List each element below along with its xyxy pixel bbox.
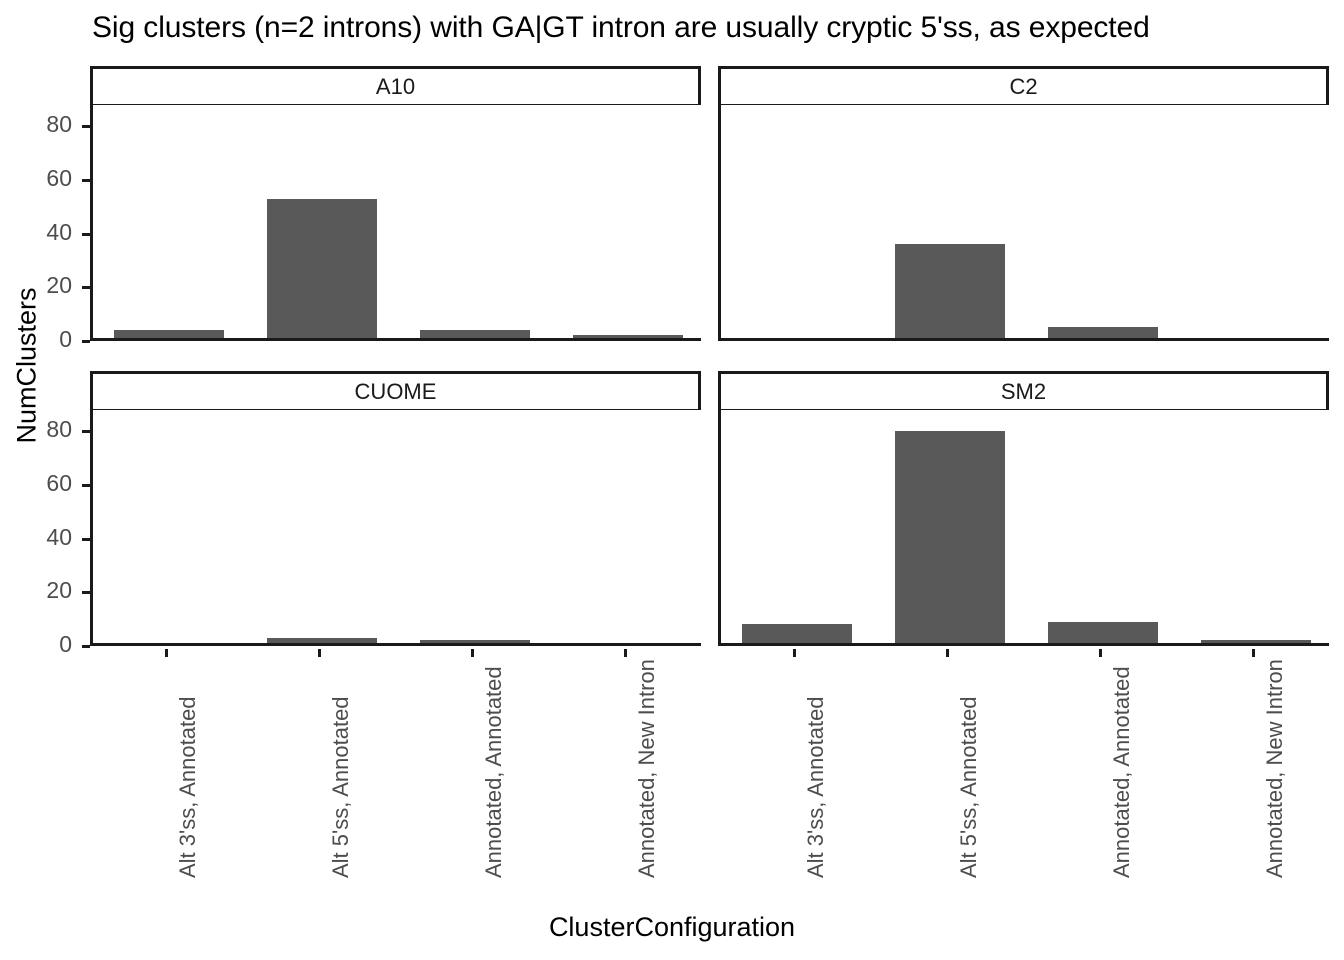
- x-tick-mark: [623, 649, 627, 657]
- facet-panel-sm2: [718, 410, 1329, 646]
- y-tick-label: 20: [46, 272, 72, 299]
- y-tick-mark: [82, 286, 90, 290]
- facet-strip-a10: A10: [90, 66, 701, 107]
- bar: [419, 640, 530, 643]
- x-tick-mark: [1098, 649, 1102, 657]
- y-tick-mark: [82, 430, 90, 434]
- chart-title: Sig clusters (n=2 introns) with GA|GT in…: [92, 11, 1150, 44]
- y-tick-label: 80: [46, 416, 72, 443]
- y-tick-mark: [82, 340, 90, 343]
- facet-strip-c2: C2: [718, 66, 1329, 107]
- x-tick-label: Alt 3'ss, Annotated: [175, 696, 201, 878]
- facet-panel-c2: [718, 105, 1329, 341]
- x-tick-mark: [946, 649, 950, 657]
- y-tick-label: 40: [46, 523, 72, 550]
- panel-plot-region: [721, 105, 1329, 338]
- x-tick-label: Alt 5'ss, Annotated: [328, 696, 354, 878]
- bar: [1200, 640, 1311, 643]
- panel-plot-region: [93, 410, 701, 643]
- x-tick-mark: [470, 649, 474, 657]
- bar: [572, 335, 683, 338]
- y-tick-mark: [82, 537, 90, 541]
- y-tick-label: 60: [46, 165, 72, 192]
- x-tick-label: Annotated, Annotated: [480, 666, 506, 878]
- bar: [267, 198, 378, 338]
- y-tick-label: 60: [46, 470, 72, 497]
- x-tick-mark: [318, 649, 322, 657]
- x-axis-title: ClusterConfiguration: [548, 912, 796, 942]
- y-tick-mark: [82, 645, 90, 648]
- x-tick-label: Alt 5'ss, Annotated: [956, 696, 982, 878]
- facet-strip-cuome: CUOME: [90, 371, 701, 412]
- facet-panel-a10: [90, 105, 701, 341]
- bar: [419, 329, 530, 338]
- bar: [267, 637, 378, 643]
- x-tick-label: Annotated, Annotated: [1108, 666, 1134, 878]
- x-tick-mark: [165, 649, 169, 657]
- y-tick-label: 20: [46, 577, 72, 604]
- x-tick-mark: [1251, 649, 1255, 657]
- bar: [742, 624, 853, 643]
- y-tick-label: 80: [46, 111, 72, 138]
- x-tick-mark: [793, 649, 797, 657]
- facet-strip-label: SM2: [1000, 378, 1047, 404]
- x-tick-label: Annotated, New Intron: [633, 659, 659, 878]
- facet-strip-label: CUOME: [354, 378, 437, 404]
- x-tick-label: Alt 3'ss, Annotated: [803, 696, 829, 878]
- x-tick-label: Annotated, New Intron: [1261, 659, 1287, 878]
- y-tick-mark: [82, 179, 90, 183]
- y-tick-mark: [82, 484, 90, 488]
- y-tick-label: 0: [59, 326, 72, 352]
- y-tick-mark: [82, 232, 90, 236]
- bar: [1047, 327, 1158, 338]
- facet-strip-sm2: SM2: [718, 371, 1329, 412]
- y-tick-label: 40: [46, 218, 72, 245]
- bar: [1047, 621, 1158, 643]
- bar: [114, 329, 225, 338]
- panel-plot-region: [93, 105, 701, 338]
- bar: [895, 244, 1006, 338]
- y-tick-label: 0: [59, 631, 72, 657]
- y-tick-mark: [82, 125, 90, 129]
- panel-plot-region: [721, 410, 1329, 643]
- y-tick-mark: [82, 591, 90, 595]
- facet-strip-label: C2: [1009, 73, 1038, 99]
- bar: [895, 431, 1006, 643]
- facet-panel-cuome: [90, 410, 701, 646]
- facet-strip-label: A10: [375, 73, 416, 99]
